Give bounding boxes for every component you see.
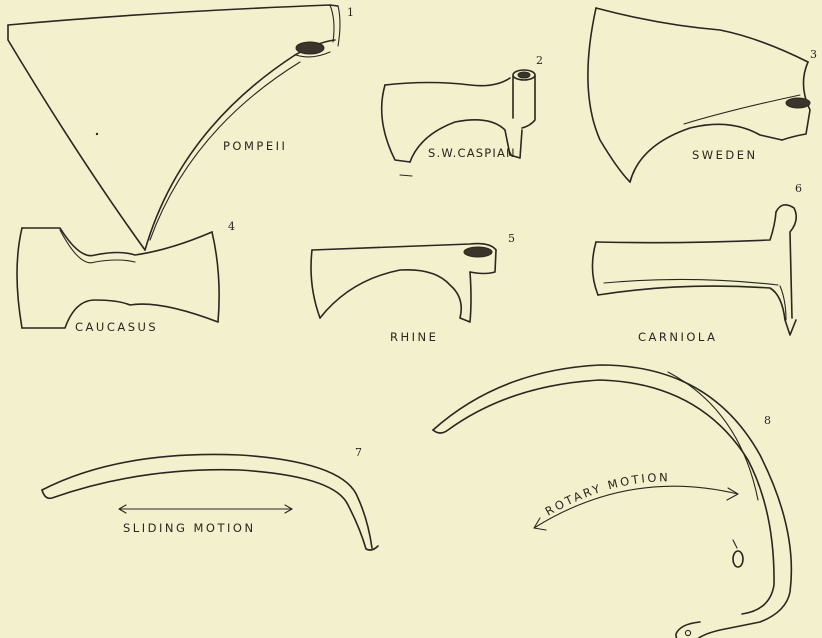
figure-number-6: 6 [795,182,802,195]
axe-carniola [592,205,796,335]
label-sweden: SWEDEN [692,148,758,162]
axe-caucasus [17,228,219,328]
label-carniola: CARNIOLA [638,330,717,344]
label-sliding-motion: SLIDING MOTION [123,521,256,535]
axe-rhine [311,244,496,322]
figure-number-3: 3 [810,48,817,61]
label-sw-caspian: S.W.CASPIAN [428,146,516,160]
label-pompeii: POMPEII [223,139,287,153]
figure-number-2: 2 [536,54,543,67]
figure-number-1: 1 [347,6,354,19]
label-caucasus: CAUCASUS [75,320,158,334]
figure-number-4: 4 [228,220,235,233]
scythe-rotary [433,365,791,638]
sickle-sliding [42,454,378,550]
label-rhine: RHINE [390,330,438,344]
figure-number-7: 7 [355,446,362,459]
axe-pompeii [8,5,340,250]
figure-number-8: 8 [764,414,771,427]
label-rotary-motion: ROTARY MOTION [543,470,671,518]
axe-sw-caspian [382,70,535,176]
figure-number-5: 5 [508,232,515,245]
